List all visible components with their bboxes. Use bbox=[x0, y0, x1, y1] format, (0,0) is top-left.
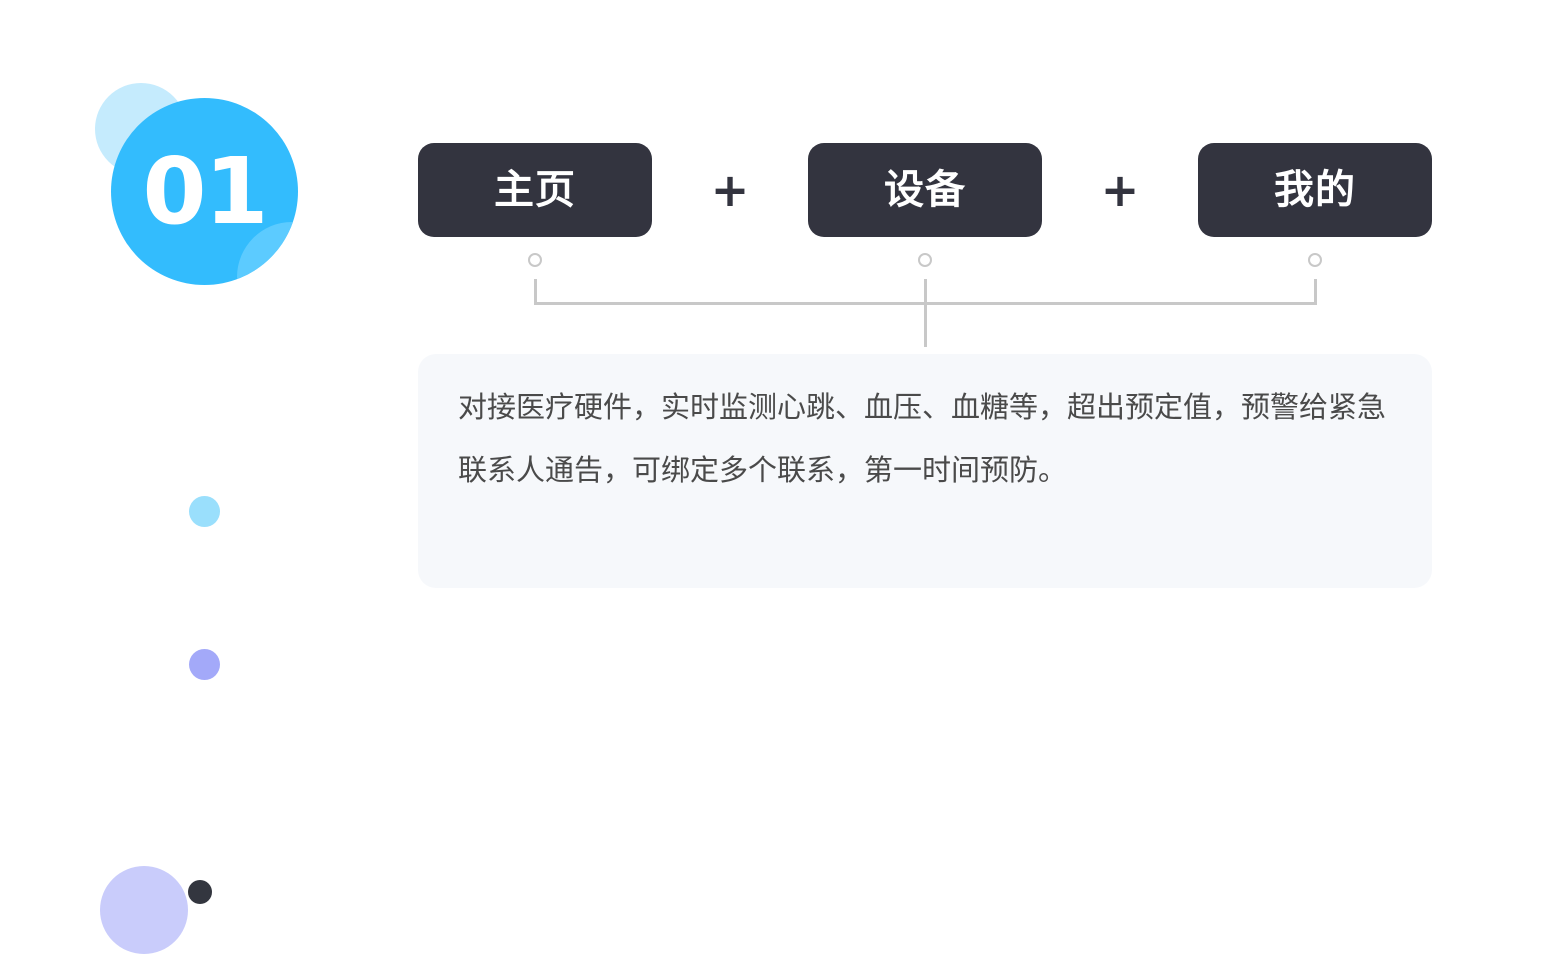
tab-device[interactable]: 设备 bbox=[808, 143, 1042, 237]
timeline-dot-2 bbox=[189, 649, 220, 680]
description-card: 对接医疗硬件，实时监测心跳、血压、血糖等，超出预定值，预警给紧急联系人通告，可绑… bbox=[418, 354, 1432, 588]
connector-node-home bbox=[528, 253, 542, 267]
description-text: 对接医疗硬件，实时监测心跳、血压、血糖等，超出预定值，预警给紧急联系人通告，可绑… bbox=[458, 390, 1387, 487]
step-badge: 01 bbox=[111, 98, 298, 285]
timeline-dot-1 bbox=[189, 496, 220, 527]
connector-node-mine bbox=[1308, 253, 1322, 267]
tab-home[interactable]: 主页 bbox=[418, 143, 652, 237]
connector-line bbox=[1314, 279, 1317, 305]
tab-mine[interactable]: 我的 bbox=[1198, 143, 1432, 237]
connector-line bbox=[534, 279, 537, 305]
connector-line bbox=[534, 302, 1317, 305]
connector-line bbox=[924, 279, 927, 347]
connector-node-device bbox=[918, 253, 932, 267]
plus-icon: + bbox=[1100, 163, 1140, 217]
plus-icon: + bbox=[710, 163, 750, 217]
step-number: 01 bbox=[142, 138, 268, 245]
next-badge-halo-decoration bbox=[100, 866, 188, 954]
